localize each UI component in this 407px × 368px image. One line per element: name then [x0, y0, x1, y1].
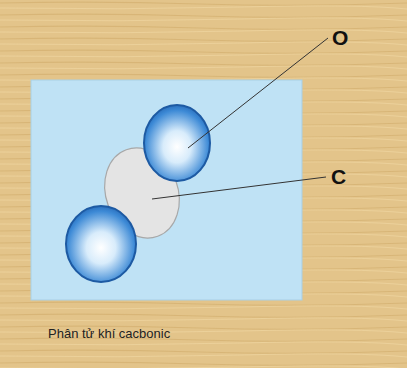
caption: Phân tử khí cacbonic	[48, 326, 170, 341]
atom-label: O	[332, 26, 348, 50]
leader-line	[152, 177, 326, 199]
oxygen-atom	[66, 206, 136, 282]
atom-label: C	[331, 165, 346, 189]
panel	[31, 80, 302, 300]
leader-line	[188, 38, 328, 148]
oxygen-atom	[144, 105, 210, 181]
